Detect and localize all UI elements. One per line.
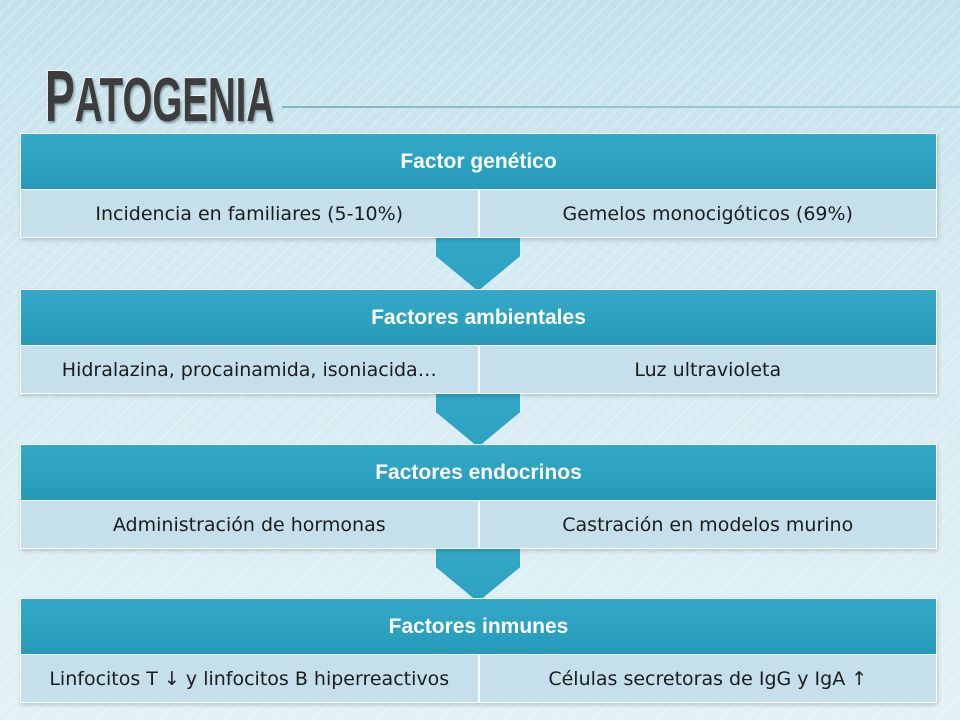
- factor-block-endocrine: Factores endocrinos Administración de ho…: [20, 444, 937, 549]
- down-arrow-icon: [436, 544, 520, 602]
- title-underline: [282, 106, 960, 108]
- block-items-row: Incidencia en familiares (5-10%) Gemelos…: [21, 190, 936, 237]
- factor-block-immune: Factores inmunes Linfocitos T ↓ y linfoc…: [20, 598, 937, 703]
- block-header: Factores endocrinos: [21, 445, 936, 501]
- block-item: Administración de hormonas: [112, 513, 386, 536]
- block-item: Incidencia en familiares (5-10%): [95, 202, 404, 225]
- block-item: Linfocitos T ↓ y linfocitos B hiperreact…: [49, 667, 450, 690]
- block-item: Castración en modelos murino: [477, 501, 937, 548]
- block-item: Células secretoras de IgG y IgA ↑: [477, 655, 937, 702]
- block-item: Luz ultravioleta: [477, 346, 937, 393]
- block-header: Factor genético: [21, 134, 936, 190]
- block-items-row: Hidralazina, procainamida, isoniacida… L…: [21, 346, 936, 393]
- down-arrow-icon: [436, 233, 520, 291]
- slide-title: PATOGENIA: [45, 57, 275, 137]
- block-header: Factores inmunes: [21, 599, 936, 655]
- block-items-row: Linfocitos T ↓ y linfocitos B hiperreact…: [21, 655, 936, 702]
- factor-block-genetic: Factor genético Incidencia en familiares…: [20, 133, 937, 238]
- block-item: Hidralazina, procainamida, isoniacida…: [61, 358, 437, 381]
- block-header: Factores ambientales: [21, 290, 936, 346]
- block-items-row: Administración de hormonas Castración en…: [21, 501, 936, 548]
- block-item: Gemelos monocigóticos (69%): [477, 190, 937, 237]
- factor-block-environmental: Factores ambientales Hidralazina, procai…: [20, 289, 937, 394]
- down-arrow-icon: [436, 389, 520, 447]
